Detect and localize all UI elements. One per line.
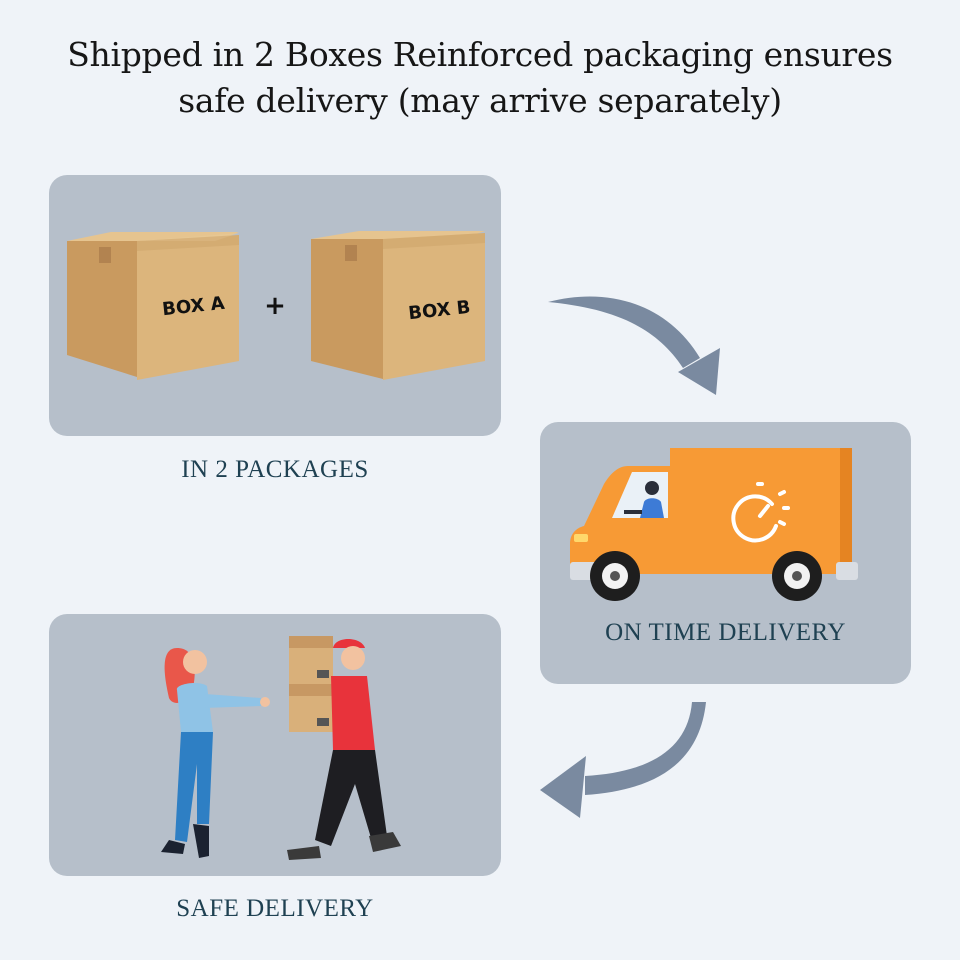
box-a-icon	[67, 232, 239, 380]
customer-person-icon	[161, 648, 270, 858]
courier-person-icon	[287, 639, 401, 860]
transit-panel: ON TIME DELIVERY	[540, 422, 911, 684]
delivery-van-icon	[570, 448, 858, 601]
title-line-1: Shipped in 2 Boxes Reinforced packaging …	[67, 35, 893, 74]
packages-panel: BOX A BOX B +	[49, 175, 501, 436]
transit-caption: ON TIME DELIVERY	[605, 619, 846, 646]
cardboard-box-icon	[289, 636, 335, 732]
packages-caption: IN 2 PACKAGES	[181, 456, 369, 483]
handover-illustration	[161, 636, 401, 860]
page-title: Shipped in 2 Boxes Reinforced packaging …	[40, 32, 920, 124]
wheel-icon	[590, 551, 640, 601]
stopwatch-icon	[731, 482, 790, 543]
wheel-icon	[772, 551, 822, 601]
plus-sign: +	[264, 291, 286, 321]
boxes-illustration: BOX A BOX B +	[67, 231, 485, 380]
title-line-2: safe delivery (may arrive separately)	[178, 81, 782, 120]
handover-panel	[49, 614, 501, 876]
handover-caption: SAFE DELIVERY	[176, 895, 374, 922]
box-b-icon	[311, 231, 485, 380]
